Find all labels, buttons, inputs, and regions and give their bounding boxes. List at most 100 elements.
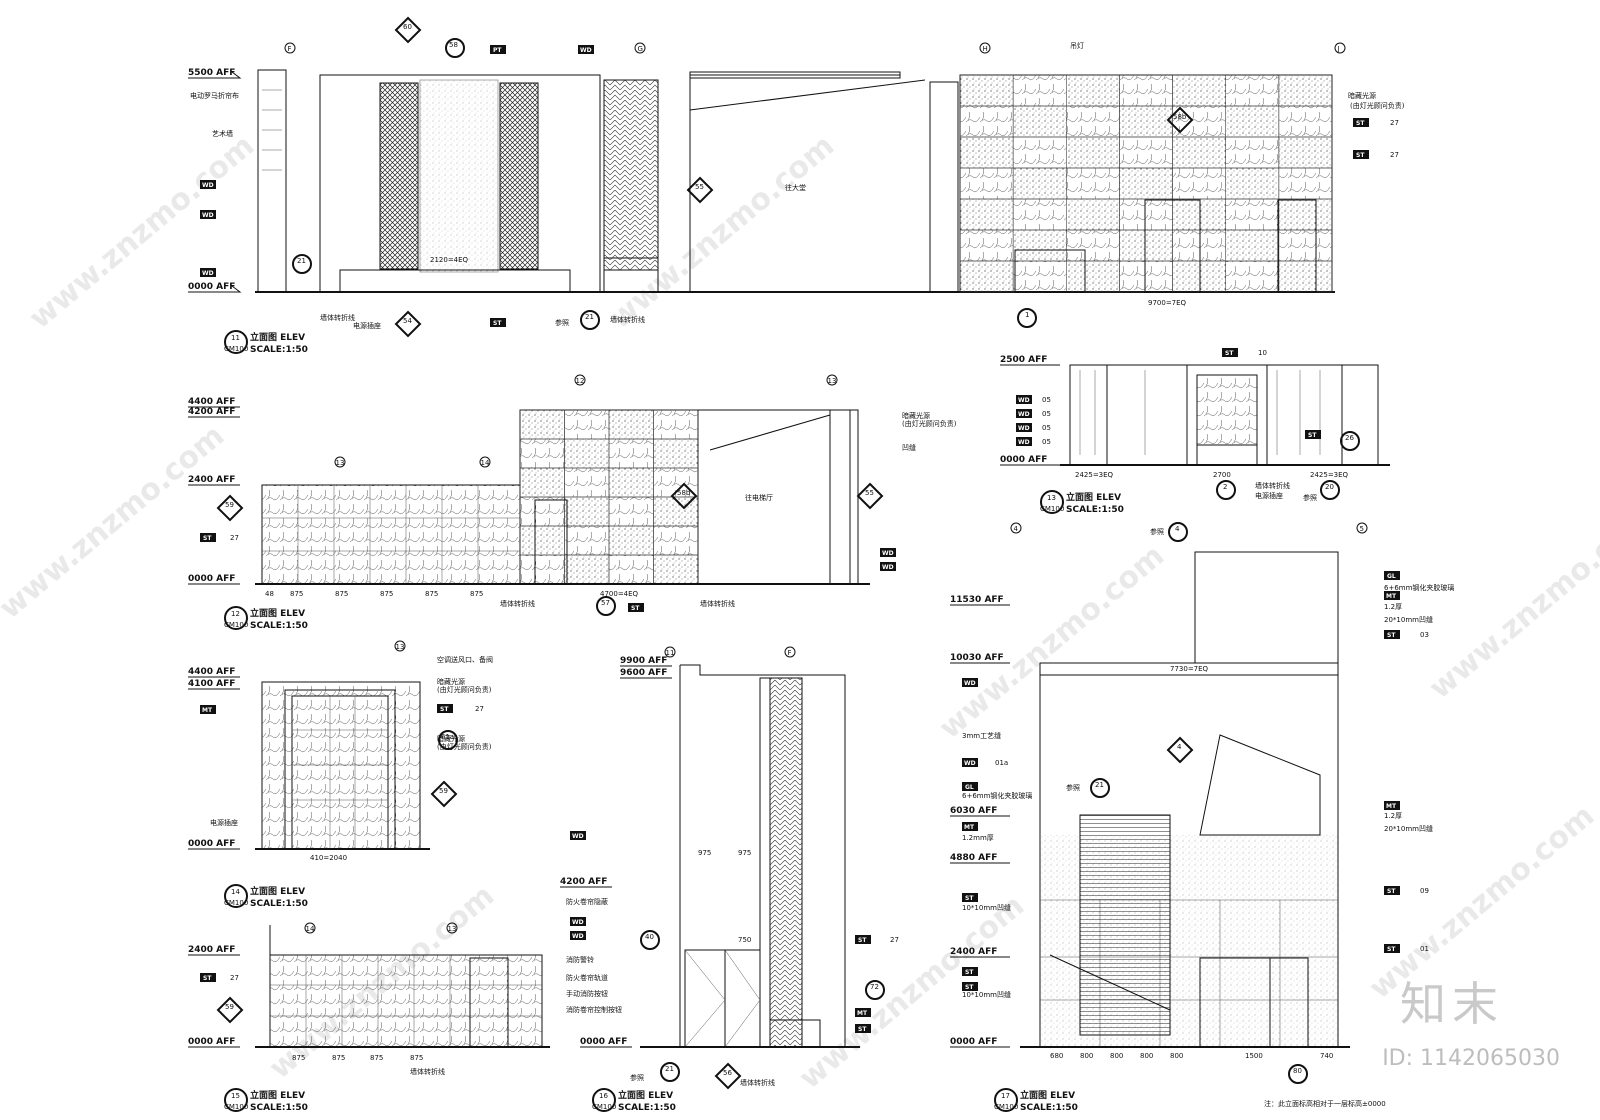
svg-text:05: 05 bbox=[1042, 424, 1051, 432]
svg-text:01: 01 bbox=[1420, 945, 1429, 953]
svg-text:ST: ST bbox=[1356, 152, 1365, 159]
elevation-11: 5500 AFF 0000 AFF 往大堂 F G H bbox=[188, 16, 1405, 355]
svg-text:ST: ST bbox=[858, 1026, 867, 1033]
svg-text:800: 800 bbox=[1110, 1052, 1123, 1060]
level-5500: 5500 AFF bbox=[188, 68, 235, 78]
svg-text:ST: ST bbox=[1308, 432, 1317, 439]
stone-tile bbox=[959, 136, 1014, 169]
view-title-11: 立面图 ELEV bbox=[250, 331, 305, 343]
stone-tile bbox=[1225, 74, 1280, 107]
svg-text:9900 AFF: 9900 AFF bbox=[620, 656, 667, 666]
svg-text:(由灯光顾问负责): (由灯光顾问负责) bbox=[437, 742, 492, 751]
svg-text:墙体转折线: 墙体转折线 bbox=[500, 599, 535, 608]
svg-text:参照: 参照 bbox=[555, 318, 569, 327]
svg-text:消防卷帘控制按钮: 消防卷帘控制按钮 bbox=[566, 1005, 622, 1014]
svg-text:(由灯光顾问负责): (由灯光顾问负责) bbox=[902, 419, 957, 428]
elevation-17: 11530 AFF 10030 AFF 6030 AFF 4880 AFF 24… bbox=[950, 522, 1454, 1113]
stone-tile bbox=[608, 525, 654, 556]
svg-text:875: 875 bbox=[370, 1054, 383, 1062]
stone-tile bbox=[1172, 198, 1226, 231]
svg-text:6+6mm钢化夹胶玻璃: 6+6mm钢化夹胶玻璃 bbox=[962, 791, 1032, 800]
svg-text:20: 20 bbox=[1325, 483, 1334, 491]
stone-tile bbox=[564, 438, 610, 469]
svg-text:WD: WD bbox=[572, 833, 584, 840]
svg-text:55: 55 bbox=[695, 183, 704, 191]
svg-text:1.2mm厚: 1.2mm厚 bbox=[962, 834, 994, 842]
stone-tile bbox=[1119, 198, 1173, 231]
svg-text:4: 4 bbox=[1175, 525, 1180, 533]
elevation-note: 注：此立面标高相对于一层标高±0000 bbox=[1264, 1099, 1386, 1108]
brand-watermark: 知末 bbox=[1400, 977, 1504, 1031]
svg-text:975: 975 bbox=[698, 849, 711, 857]
watermark-site: www.znzmo.com bbox=[0, 418, 231, 626]
svg-text:2400 AFF: 2400 AFF bbox=[188, 475, 235, 485]
svg-text:MT: MT bbox=[964, 824, 975, 831]
svg-text:01a: 01a bbox=[995, 759, 1008, 767]
svg-text:ST: ST bbox=[493, 320, 502, 327]
svg-text:40: 40 bbox=[645, 933, 654, 941]
svg-text:ST: ST bbox=[1387, 946, 1396, 953]
stone-tile bbox=[1278, 198, 1333, 231]
stone-tile bbox=[1278, 74, 1333, 107]
svg-text:14: 14 bbox=[481, 459, 490, 467]
stone-tile bbox=[564, 554, 610, 585]
svg-text:1500: 1500 bbox=[1245, 1052, 1263, 1060]
svg-text:防火卷帘隐蔽: 防火卷帘隐蔽 bbox=[566, 897, 608, 906]
svg-text:875: 875 bbox=[425, 590, 438, 598]
svg-text:1.2厚: 1.2厚 bbox=[1384, 812, 1402, 820]
svg-text:875: 875 bbox=[410, 1054, 423, 1062]
stone-tile bbox=[1066, 167, 1120, 200]
svg-text:4100 AFF: 4100 AFF bbox=[188, 679, 235, 689]
svg-text:21: 21 bbox=[1095, 781, 1104, 789]
svg-text:800: 800 bbox=[1080, 1052, 1093, 1060]
svg-text:ST: ST bbox=[1387, 888, 1396, 895]
svg-text:2: 2 bbox=[1223, 483, 1227, 491]
svg-text:56: 56 bbox=[723, 1069, 732, 1077]
stone-tile bbox=[519, 409, 565, 440]
svg-text:WD: WD bbox=[882, 550, 894, 557]
svg-text:5: 5 bbox=[1360, 525, 1364, 533]
svg-text:875: 875 bbox=[292, 1054, 305, 1062]
elevation-16: 9900 AFF 9600 AFF 4200 AFF 0000 AFF 11 F… bbox=[560, 646, 899, 1113]
svg-text:17: 17 bbox=[1001, 1092, 1010, 1100]
svg-text:4400 AFF: 4400 AFF bbox=[188, 667, 235, 677]
stone-tile bbox=[1172, 167, 1226, 200]
svg-text:WD: WD bbox=[580, 47, 592, 54]
svg-text:750: 750 bbox=[738, 936, 751, 944]
watermark-site: www.znzmo.com bbox=[1423, 498, 1600, 706]
svg-text:墙体转折线: 墙体转折线 bbox=[610, 315, 645, 324]
svg-text:MT: MT bbox=[1386, 803, 1397, 810]
svg-text:F: F bbox=[788, 649, 792, 657]
svg-text:WD: WD bbox=[964, 760, 976, 767]
svg-text:12: 12 bbox=[576, 377, 585, 385]
svg-text:SCALE:1:50: SCALE:1:50 bbox=[250, 621, 308, 631]
svg-text:26: 26 bbox=[1345, 434, 1354, 442]
svg-text:暗藏光源: 暗藏光源 bbox=[1348, 91, 1376, 100]
svg-text:J: J bbox=[1337, 45, 1340, 53]
stone-tile bbox=[519, 438, 565, 469]
svg-text:1: 1 bbox=[1025, 311, 1029, 319]
stone-tile bbox=[608, 496, 654, 527]
svg-text:9700=7EQ: 9700=7EQ bbox=[1148, 299, 1187, 307]
stone-tile bbox=[608, 554, 654, 585]
svg-text:54: 54 bbox=[403, 317, 412, 325]
stone-tile bbox=[1278, 260, 1333, 293]
svg-text:ST: ST bbox=[631, 605, 640, 612]
svg-text:7730=7EQ: 7730=7EQ bbox=[1170, 665, 1209, 673]
svg-text:2425=3EQ: 2425=3EQ bbox=[1310, 471, 1349, 479]
stone-tile bbox=[959, 198, 1014, 231]
svg-text:参照: 参照 bbox=[1303, 493, 1317, 502]
svg-text:55: 55 bbox=[865, 489, 874, 497]
stone-tile bbox=[1066, 74, 1120, 107]
svg-text:WD: WD bbox=[882, 564, 894, 571]
elevation-12: 4400 AFF 4200 AFF 2400 AFF 0000 AFF 往电梯厅… bbox=[188, 374, 957, 631]
svg-text:59: 59 bbox=[225, 1003, 234, 1011]
svg-text:59: 59 bbox=[225, 501, 234, 509]
stone-tile bbox=[1066, 105, 1120, 138]
svg-text:4200 AFF: 4200 AFF bbox=[560, 877, 607, 887]
svg-text:立面图 ELEV: 立面图 ELEV bbox=[1066, 491, 1121, 503]
stone-tile bbox=[1119, 136, 1173, 169]
svg-text:61a: 61a bbox=[441, 733, 454, 741]
